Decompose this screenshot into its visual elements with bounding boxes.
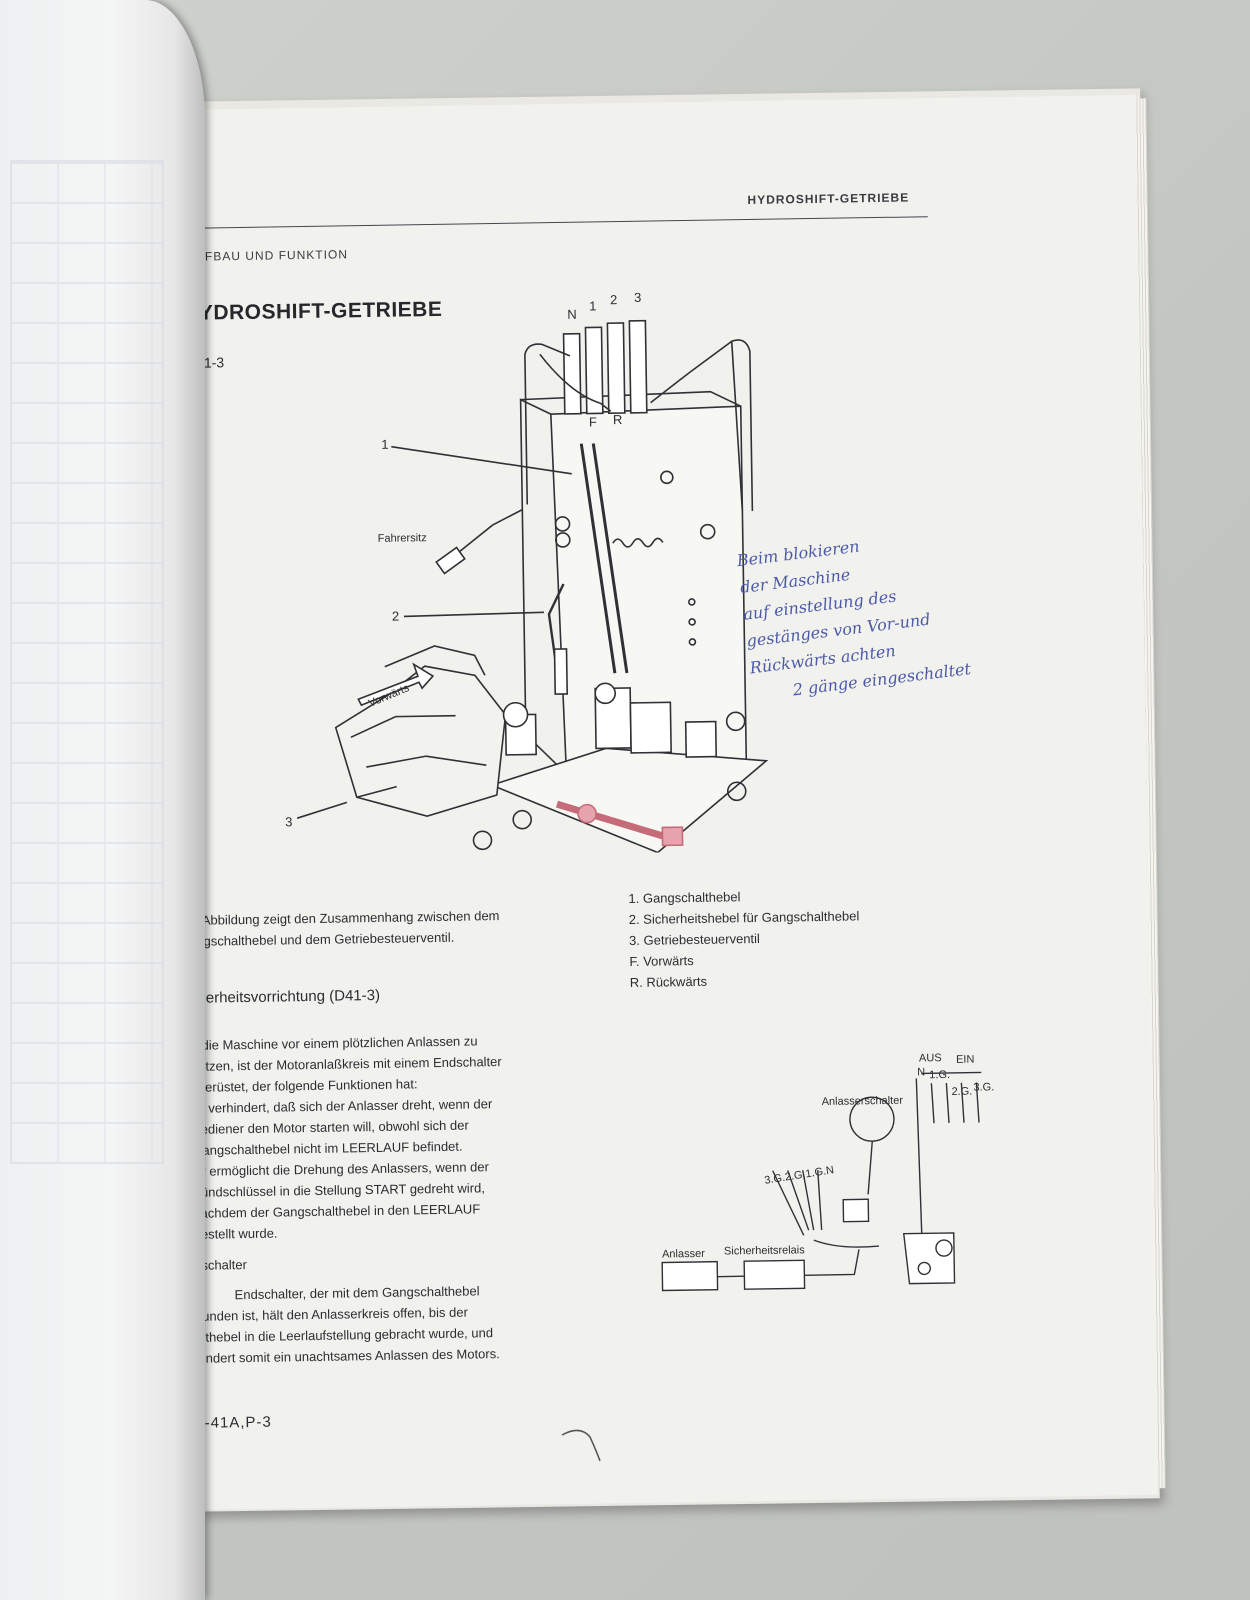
body-line: gestellt wurde. — [193, 1225, 278, 1242]
bleed-through-diagram — [10, 160, 164, 1164]
intro-line: angschalthebel und dem Getriebesteuerven… — [188, 929, 455, 949]
section-body: n die Maschine vor einem plötzlichen Anl… — [191, 1029, 569, 1245]
manual-page: HYDROSHIFT-GETRIEBE AUFBAU UND FUNKTION … — [176, 94, 1158, 1510]
running-header-left: AUFBAU UND FUNKTION — [186, 247, 349, 264]
callout-3: 3 — [285, 814, 292, 829]
anlasser-label: Anlasser — [662, 1248, 705, 1261]
anlasserschalter-label: Anlasserschalter — [822, 1095, 904, 1108]
subsection-body: Endschalter, der mit dem Gangschalthebel… — [194, 1279, 570, 1369]
handwritten-note: Beim blokieren der Maschine auf einstell… — [735, 511, 1052, 708]
callout-2: 2 — [392, 609, 399, 624]
running-header-right: HYDROSHIFT-GETRIEBE — [747, 190, 910, 208]
left-curled-page — [0, 0, 205, 1600]
safety-switch-diagram: AUS EIN N 1.G. 2.G. 3.G. Anlasserschalte… — [661, 1052, 994, 1292]
gear-labels: N 1 2 3 — [567, 290, 641, 322]
page-tear-mark — [561, 1429, 601, 1462]
ein-label: EIN — [956, 1054, 975, 1066]
gear-label-2: 2 — [610, 292, 617, 307]
label-r: R — [613, 412, 623, 427]
intro-paragraph: ie Abbildung zeigt den Zusammenhang zwis… — [189, 904, 565, 952]
right-gear-2: 2.G. — [951, 1086, 972, 1098]
gear-label-n: N — [567, 307, 577, 322]
legend-item: R. Rückwärts — [629, 973, 708, 990]
right-gear-n: N — [917, 1066, 925, 1078]
fahrersitz-label: Fahrersitz — [378, 532, 427, 545]
aus-label: AUS — [919, 1052, 942, 1064]
left-gears-label: 3.G.2.G.1.G.N — [764, 1164, 835, 1187]
gearshift-drawing: N 1 2 3 F R 1 2 3 Fahrersitz Vorwärts — [285, 290, 769, 854]
gear-label-1: 1 — [589, 298, 596, 313]
legend-item: 2. Sicherheitshebel für Gangschalthebel — [628, 908, 860, 927]
figure-legend: 1. Gangschalthebel 2. Sicherheitshebel f… — [628, 884, 860, 993]
header-rule — [177, 216, 928, 229]
relais-label: Sicherheitsrelais — [724, 1244, 805, 1257]
label-f: F — [589, 414, 597, 429]
body-line: hindert somit ein unachtsames Anlassen d… — [195, 1346, 500, 1366]
callout-1: 1 — [381, 437, 388, 452]
page-number: )-41A,P-3 — [198, 1413, 272, 1432]
right-gear-1: 1.G. — [929, 1069, 950, 1081]
right-gear-3: 3.G. — [973, 1081, 994, 1093]
gear-label-3: 3 — [634, 290, 641, 305]
section-title: cherheitsvorrichtung (D41-3) — [189, 986, 381, 1007]
